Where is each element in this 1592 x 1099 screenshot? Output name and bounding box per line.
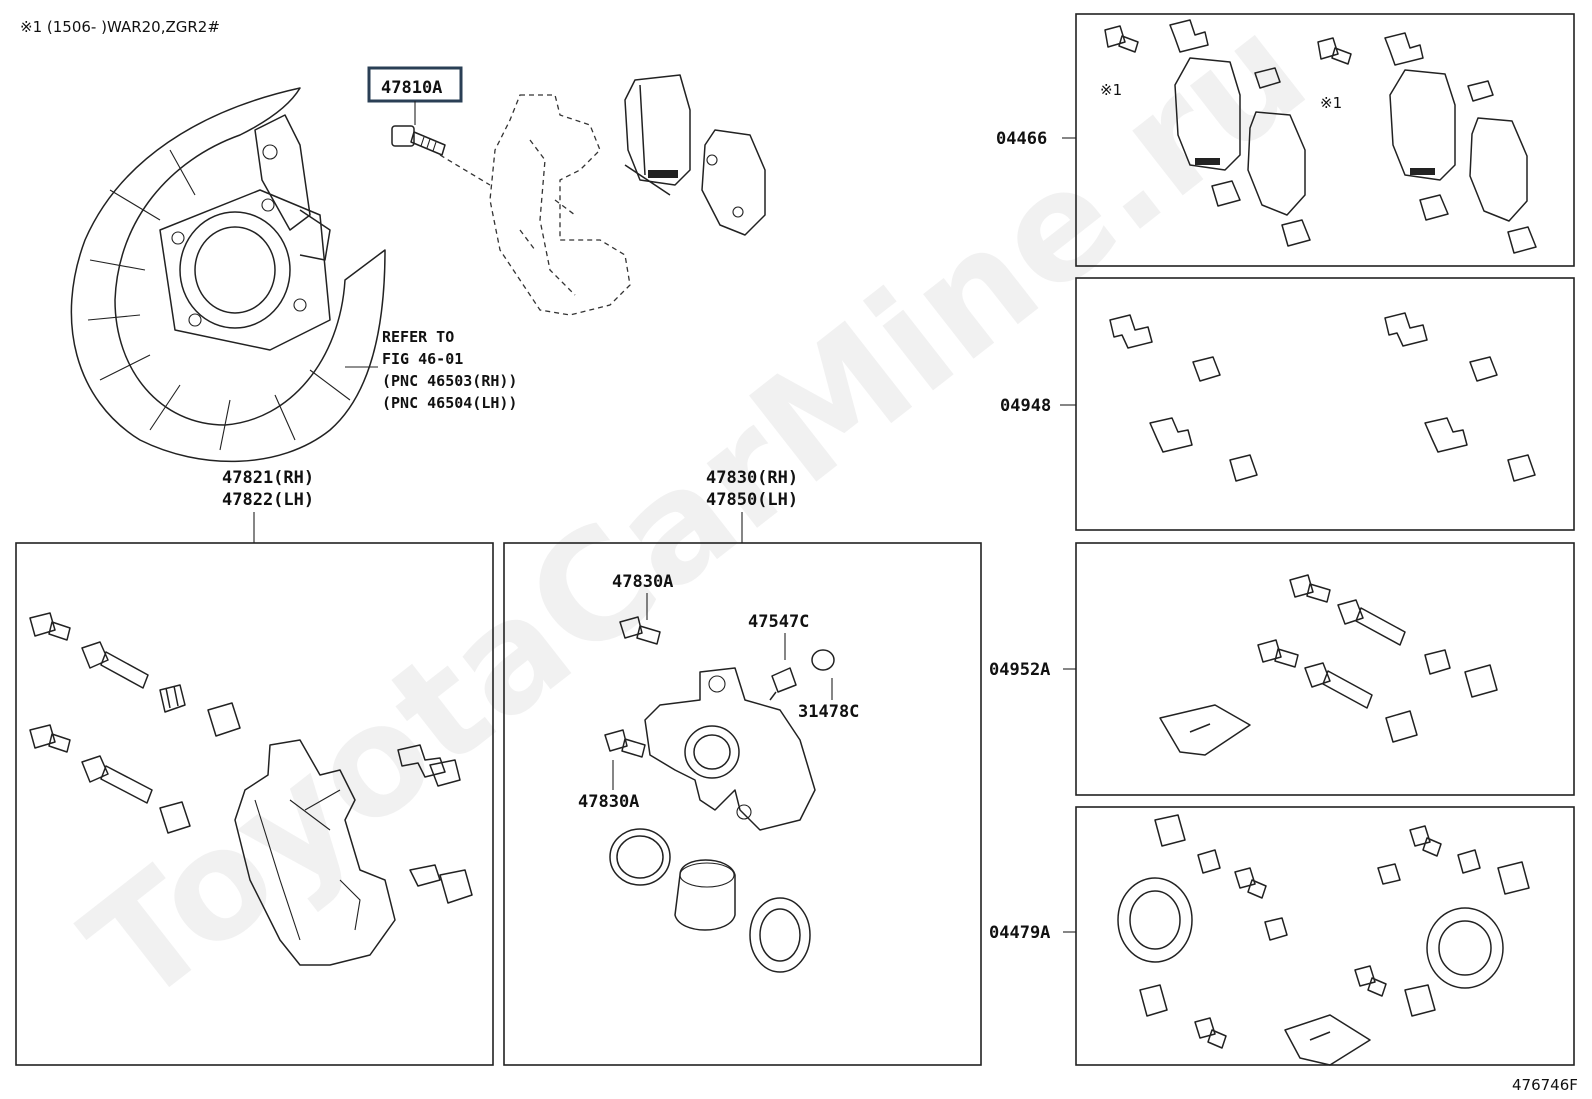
kit-box-04479A [1075, 806, 1575, 1066]
kit-box-04466 [1075, 13, 1575, 267]
kit-code-04466[interactable]: 04466 [996, 129, 1047, 149]
kit-04948-illustration [1109, 312, 1536, 482]
callout-47850-lh[interactable]: 47850(LH) [706, 490, 798, 510]
kit-code-04952A[interactable]: 04952A [989, 660, 1050, 680]
callout-47830A-lower[interactable]: 47830A [578, 792, 639, 812]
watermark-text: ToyotaCarMine.ru [55, 0, 1337, 1038]
caliper-assembly-illustration [604, 616, 835, 973]
callout-31478C[interactable]: 31478C [798, 702, 859, 722]
caliper-mount-box [15, 542, 494, 1066]
brake-pads-illustration [624, 74, 766, 236]
kit-04466-mark-right: ※1 [1320, 94, 1342, 112]
callout-47830-rh[interactable]: 47830(RH) [706, 468, 798, 488]
callout-47821-rh[interactable]: 47821(RH) [222, 468, 314, 488]
callout-47830A-upper[interactable]: 47830A [612, 572, 673, 592]
refer-note-line-4: (PNC 46504(LH)) [382, 394, 517, 412]
figure-id: 476746F [1512, 1076, 1578, 1094]
kit-04466-illustration [1104, 19, 1537, 254]
part-callout-47810A[interactable]: 47810A [381, 78, 442, 98]
header-note: ※1 (1506- )WAR20,ZGR2# [20, 18, 220, 36]
bolt-alignment-line [439, 154, 491, 186]
caliper-bracket-ghost [489, 94, 631, 316]
callout-47822-lh[interactable]: 47822(LH) [222, 490, 314, 510]
dust-cover-illustration [70, 87, 386, 463]
mounting-bolt-illustration [391, 125, 446, 156]
kit-04466-mark-left: ※1 [1100, 81, 1122, 99]
refer-note-line-2: FIG 46-01 [382, 350, 463, 368]
caliper-mount-parts-illustration [29, 612, 473, 966]
callout-47547C[interactable]: 47547C [748, 612, 809, 632]
kit-04479A-illustration [1117, 814, 1530, 1066]
kit-04952A-illustration [1159, 574, 1498, 756]
refer-note-line-1: REFER TO [382, 328, 454, 346]
refer-note-line-3: (PNC 46503(RH)) [382, 372, 517, 390]
kit-code-04948[interactable]: 04948 [1000, 396, 1051, 416]
kit-box-04948 [1075, 277, 1575, 531]
caliper-assembly-box [503, 542, 982, 1066]
kit-code-04479A[interactable]: 04479A [989, 923, 1050, 943]
